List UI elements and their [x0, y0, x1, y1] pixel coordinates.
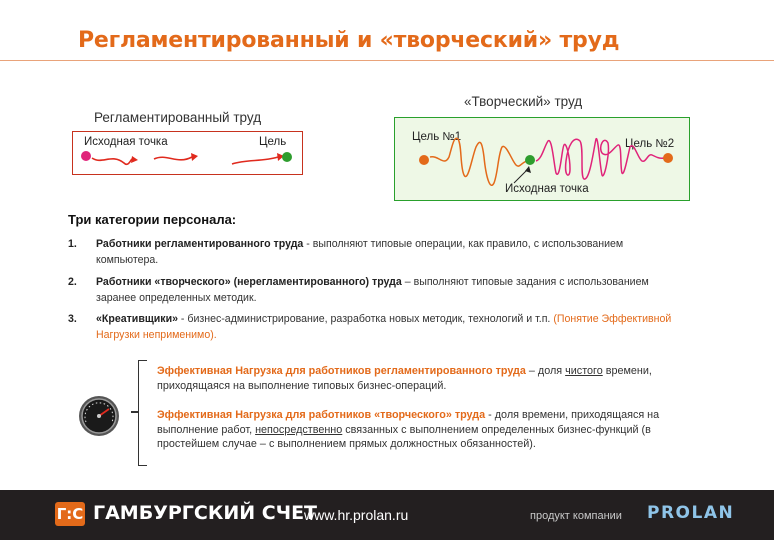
creative-path-to-goal2 — [535, 138, 665, 180]
definition-underlined: непосредственно — [255, 423, 343, 436]
company-logo: PROLAN — [647, 503, 735, 523]
path-segment — [153, 156, 193, 161]
creative-path-to-goal1 — [429, 137, 529, 186]
regulated-work-caption: Регламентированный труд — [94, 110, 262, 125]
pointer-arrow-head — [525, 166, 531, 173]
item-number: 1. — [68, 238, 77, 250]
definition-underlined: чистого — [565, 365, 603, 377]
path-segment — [231, 156, 279, 165]
regulated-goal-label: Цель — [259, 136, 287, 148]
brand-name: ГАМБУРГСКИЙ СЧЕТ — [93, 502, 318, 524]
start-point-dot — [81, 151, 91, 161]
brand-logo-icon: Г:С — [55, 502, 85, 526]
page-title: Регламентированный и «творческий» труд — [78, 28, 620, 53]
item-number: 3. — [68, 313, 77, 325]
product-of-label: продукт компании — [530, 510, 622, 522]
path-segment — [91, 157, 133, 166]
definition-text: связанных с выполнением определенных биз… — [157, 423, 651, 451]
arrow-head — [131, 156, 138, 163]
item-text: - выполняют типовые операции, как правил… — [96, 238, 624, 266]
site-url-link[interactable]: www.hr.prolan.ru — [304, 507, 409, 523]
creative-goal2-label: Цель №2 — [625, 138, 675, 150]
start-pointer-line — [513, 168, 529, 184]
definition-text: - доля времени, приходящаяся на выполнен… — [157, 409, 660, 436]
item-text: - бизнес-администрирование, разработка н… — [177, 313, 554, 325]
effective-load-creative: Эффективная Нагрузка для работников «тво… — [157, 408, 697, 452]
creative-goal1-label: Цель №1 — [412, 131, 462, 143]
creative-work-caption: «Творческий» труд — [464, 94, 583, 109]
effective-load-regulated: Эффективная Нагрузка для работников регл… — [157, 364, 697, 393]
item-text: – выполняют типовые задания с использова… — [96, 276, 649, 304]
goal-point-dot — [282, 152, 292, 162]
creative-start-dot — [525, 155, 535, 165]
bracket-tick — [131, 411, 139, 413]
definition-term: Эффективная Нагрузка для работников регл… — [157, 365, 526, 377]
regulated-work-diagram — [72, 131, 303, 175]
regulated-path-graphic — [81, 151, 292, 166]
title-divider — [0, 60, 774, 61]
goal2-dot — [663, 153, 673, 163]
item-bold: «Креативщики» — [96, 313, 178, 325]
categories-title: Три категории персонала: — [68, 212, 237, 227]
creative-path-graphic — [419, 137, 673, 186]
creative-start-label: Исходная точка — [505, 183, 589, 195]
definition-text: – доля — [525, 365, 566, 377]
arrow-head — [191, 153, 198, 161]
speedometer-icon — [79, 396, 119, 436]
item-note: (Понятие Эффективной Нагрузки неприменим… — [96, 313, 672, 341]
item-bold: Работники «творческого» (нерегламентиров… — [96, 276, 402, 288]
goal1-dot — [419, 155, 429, 165]
regulated-start-label: Исходная точка — [84, 136, 168, 148]
definition-term: Эффективная Нагрузка для работников «тво… — [157, 409, 486, 421]
item-bold: Работники регламентированного труда — [96, 238, 304, 250]
footer-bar — [0, 490, 774, 540]
arrow-head — [277, 153, 284, 161]
definitions-bracket — [138, 360, 147, 466]
item-number: 2. — [68, 276, 77, 288]
definition-text: времени, приходящаяся на выполнение типо… — [157, 365, 652, 392]
